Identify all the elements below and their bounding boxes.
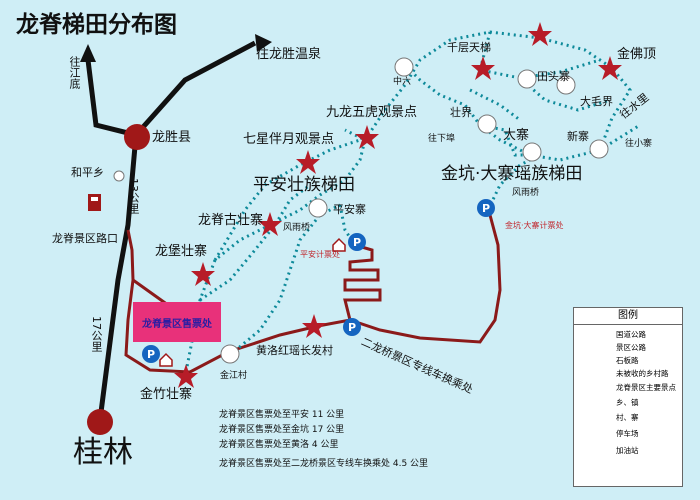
label-jiangdi: 往江底 bbox=[68, 56, 81, 89]
label-damaojie: 大毛界 bbox=[580, 95, 613, 108]
label-jinkeng-ticket: 金坑·大寨计票处 bbox=[505, 221, 564, 230]
legend-item-village: 村、寨 bbox=[616, 413, 639, 422]
label-jinzhu: 金竹壮寨 bbox=[140, 387, 193, 402]
label-17km: 17公里 bbox=[90, 316, 103, 352]
village-icon bbox=[477, 114, 497, 134]
label-pingan-terrace: 平安壮族梯田 bbox=[253, 175, 355, 195]
label-pingan-ticket: 平安计票处 bbox=[300, 250, 340, 259]
svg-text:P: P bbox=[353, 236, 361, 249]
distance-line-3: 龙脊景区售票处至黄洛 4 公里 bbox=[219, 440, 339, 450]
label-jinkeng-terrace: 金坑·大寨瑶族梯田 bbox=[441, 164, 583, 184]
label-qianceng: 千层天梯 bbox=[447, 41, 491, 54]
village-icon bbox=[522, 142, 542, 162]
label-fengyu-bridge-1: 风雨桥 bbox=[283, 223, 311, 233]
scenic-road bbox=[124, 214, 502, 374]
scenic-star-icon bbox=[174, 364, 198, 388]
arrow-head-icon bbox=[80, 44, 96, 62]
scenic-star-icon bbox=[191, 262, 215, 286]
label-jiulong: 九龙五虎观景点 bbox=[326, 105, 418, 120]
parking-icon bbox=[348, 233, 366, 251]
distance-line-2: 龙脊景区售票处至金坑 17 公里 bbox=[219, 425, 345, 435]
legend-item-town: 乡、镇 bbox=[616, 398, 639, 407]
legend: 图例 国道公路 景区公路 石板路 未被收的乡村路 龙脊景区主要景点 乡、镇 村、… bbox=[573, 307, 683, 487]
pingan-switchback-road bbox=[343, 243, 382, 321]
parking-icon bbox=[142, 345, 160, 363]
village-icon bbox=[556, 75, 576, 95]
national-road-to-hot-spring bbox=[134, 40, 257, 137]
label-guilin: 桂林 bbox=[73, 435, 133, 470]
label-to-xiabu: 往下埠 bbox=[428, 134, 456, 144]
longsheng-county-marker bbox=[124, 124, 150, 150]
label-zhuangjie: 壮界 bbox=[450, 106, 472, 119]
ticket-office-callout: 龙脊景区售票处 bbox=[133, 302, 221, 342]
legend-item-national-road: 国道公路 bbox=[616, 330, 646, 339]
label-longbao: 龙堡壮寨 bbox=[155, 244, 208, 259]
legend-item-scenic-road: 景区公路 bbox=[616, 343, 646, 352]
label-longji-old: 龙脊古壮寨 bbox=[198, 213, 264, 228]
parking-icon bbox=[343, 318, 361, 336]
scenic-star-icon bbox=[355, 125, 379, 149]
national-road bbox=[85, 59, 139, 421]
label-13km: 13公里 bbox=[127, 178, 140, 214]
label-xinzhai: 新寨 bbox=[567, 130, 589, 143]
village-icon bbox=[394, 57, 414, 77]
svg-text:P: P bbox=[348, 321, 356, 334]
village-icon bbox=[589, 139, 609, 159]
arrow-head-icon bbox=[255, 34, 272, 52]
legend-item-gas-station: 加油站 bbox=[616, 446, 639, 455]
distance-line-1: 龙脊景区售票处至平安 11 公里 bbox=[219, 410, 345, 420]
label-qixing: 七星伴月观景点 bbox=[243, 132, 335, 147]
legend-item-village-road: 未被收的乡村路 bbox=[616, 369, 669, 378]
scenic-star-icon bbox=[528, 22, 552, 46]
label-to-xiaozhai: 往小寨 bbox=[625, 139, 653, 149]
label-scenic-entrance: 龙脊景区路口 bbox=[52, 232, 118, 245]
scenic-star-markers bbox=[174, 22, 622, 388]
legend-item-scenic-spot: 龙脊景区主要景点 bbox=[616, 383, 676, 392]
parking-icon bbox=[477, 199, 495, 217]
ticket-house-icon bbox=[332, 237, 346, 252]
scenic-star-icon bbox=[598, 56, 622, 80]
scenic-star-icon bbox=[471, 56, 495, 80]
village-icon bbox=[308, 198, 328, 218]
town-icon bbox=[113, 170, 125, 182]
village-icon bbox=[220, 344, 240, 364]
gas-station-icon bbox=[88, 194, 101, 211]
label-fengyu-bridge-2: 风雨桥 bbox=[512, 188, 540, 198]
scenic-star-icon bbox=[258, 212, 282, 236]
scenic-star-icon bbox=[302, 314, 326, 338]
parking-markers: P P P P bbox=[142, 199, 495, 363]
svg-text:P: P bbox=[482, 202, 490, 215]
village-icon bbox=[517, 69, 537, 89]
guilin-marker bbox=[87, 409, 113, 435]
label-pingan-village: 平安寨 bbox=[333, 203, 366, 216]
label-dazhai: 大寨 bbox=[503, 128, 530, 143]
label-heping: 和平乡 bbox=[71, 166, 104, 179]
svg-text:P: P bbox=[147, 348, 155, 361]
label-tiantou: 田头寨 bbox=[537, 70, 570, 83]
legend-title: 图例 bbox=[574, 308, 682, 325]
label-zhongliu: 中六 bbox=[393, 77, 412, 87]
map-title: 龙脊梯田分布图 bbox=[16, 12, 177, 38]
legend-item-parking: 停车场 bbox=[616, 429, 639, 438]
label-huangluo: 黄洛红瑶长发村 bbox=[256, 344, 333, 357]
distance-line-4: 龙脊景区售票处至二龙桥景区专线车换乘处 4.5 公里 bbox=[219, 459, 429, 469]
scenic-star-icon bbox=[296, 150, 320, 174]
label-jinjiang: 金江村 bbox=[220, 371, 248, 381]
village-markers bbox=[113, 57, 609, 364]
label-jinfoding: 金佛顶 bbox=[617, 47, 657, 62]
ticket-house-icon bbox=[159, 352, 173, 367]
label-to-hot-spring: 往龙胜温泉 bbox=[256, 47, 322, 62]
legend-item-stone-path: 石板路 bbox=[616, 356, 639, 365]
label-longsheng-county: 龙胜县 bbox=[152, 130, 192, 145]
